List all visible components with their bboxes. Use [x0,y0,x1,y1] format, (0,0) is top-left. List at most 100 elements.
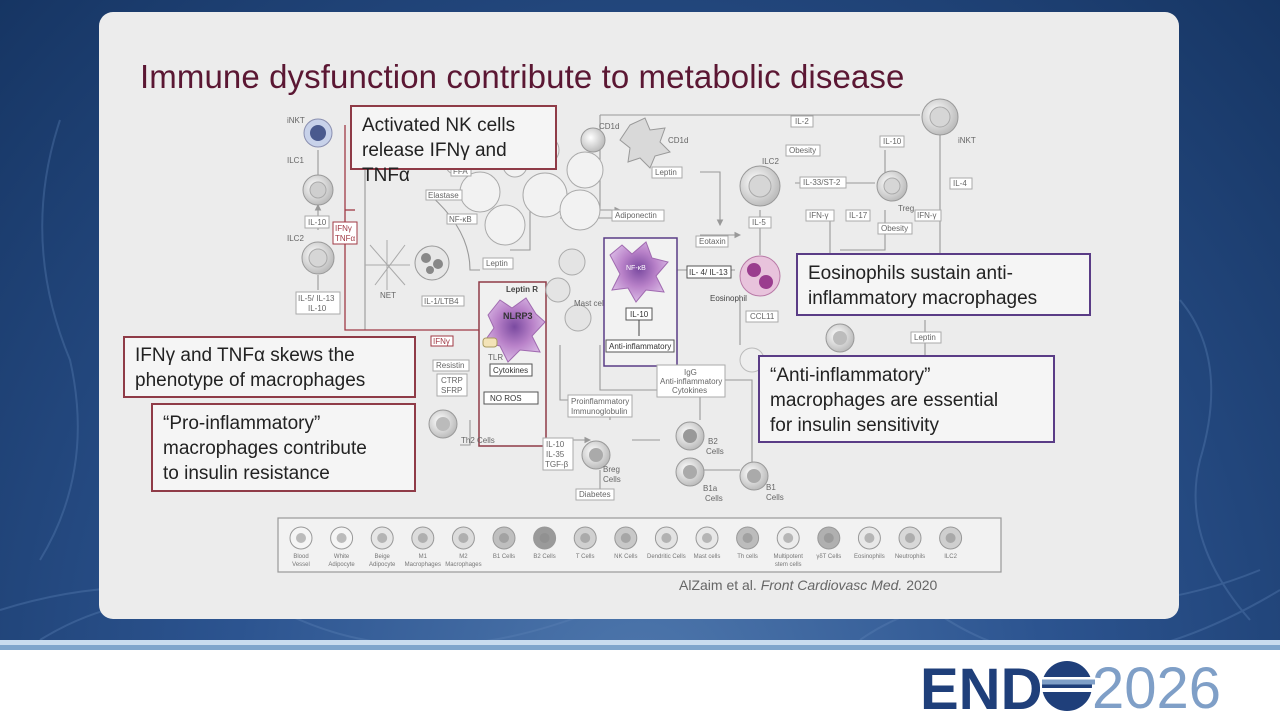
label-il5-il13: IL-5/ IL-13 [298,294,335,303]
label-ilc2-left: ILC2 [287,234,304,243]
label-mast-cells: Mast cells [574,299,610,308]
footer-stripe-mid [0,645,1280,650]
legend-label-3-0: M1 [419,554,428,560]
callout-nk-line2: release IFNγ and TNFα [362,140,507,186]
legend-icon-nucleus-2 [377,533,388,543]
neutrophil-cell [414,245,450,281]
net-icon [365,240,410,290]
label-eotaxin: Eotaxin [699,237,726,246]
legend-label-0-1: Vessel [292,562,310,568]
callout-anti-line2: macrophages are essential [770,390,999,411]
label-breg: Breg [603,465,620,474]
legend-label-2-0: Beige [375,554,391,560]
legend-icon-nucleus-13 [823,533,834,543]
label-no-ros: NO ROS [490,394,522,403]
legend-label-4-1: Macrophages [445,562,481,568]
m2-macrophage-cell [609,241,669,303]
label-ifng: IFNγ [335,224,352,233]
label-b1a-cells: Cells [705,494,723,503]
inkt-cell-left [303,118,333,148]
label-nlrp3: NLRP3 [503,311,533,321]
legend-label-2-1: Adipocyte [369,562,396,568]
endo-2026-logo: END 2026 [920,658,1221,714]
legend-label-0-0: Blood [293,554,308,560]
callout-nk-cells: Activated NK cells release IFNγ and TNFα [350,105,557,186]
label-sfrp: SFRP [441,386,462,395]
label-b1a: B1a [703,484,718,493]
mast-cells [545,248,592,332]
legend-icon-nucleus-3 [417,533,428,543]
label-b2: B2 [708,437,718,446]
citation: AlZaim et al. Front Cardiovasc Med. 2020 [679,577,937,593]
label-anti-inflammatory-igg: Anti-inflammatory [660,377,722,386]
legend-label-8-0: NK Cells [614,554,637,560]
label-nfkb-m2: NF-κB [626,265,646,272]
adipocyte-cluster [445,135,604,246]
legend-icon-nucleus-8 [620,533,631,543]
label-ilc2-right: ILC2 [762,157,779,166]
legend-icon-nucleus-5 [499,533,509,543]
callout-anti-line3: for insulin sensitivity [770,415,939,436]
label-inkt-right: iNKT [958,136,976,145]
label-obesity-a: Obesity [789,146,816,155]
label-tnfa: TNFα [335,234,356,243]
legend-icon-nucleus-15 [905,533,915,543]
cd1d-cells [580,117,671,169]
label-leptin-right: Leptin [914,333,936,342]
callout-eos-line2: inflammatory macrophages [808,288,1038,309]
callout-eos-line1: Eosinophils sustain anti- [808,263,1013,284]
footer-stripe-light [0,640,1280,645]
label-ifng-small: IFNγ [433,337,450,346]
legend-icon-nucleus-11 [742,533,753,543]
immune-diagram: iNKT ILC1 IL-10 ILC2 IFNγ TNFα IL-5/ IL-… [277,98,1002,573]
logo-end-text: END [920,658,1042,714]
citation-year: 2020 [906,577,938,593]
callout-skews-line2: phenotype of macrophages [135,370,366,391]
label-b2-cells: Cells [706,447,724,456]
callout-anti-inflammatory: “Anti-inflammatory” macrophages are esse… [758,355,1055,443]
legend-label-7-0: T Cells [576,554,595,560]
label-breg-cells: Cells [603,475,621,484]
label-ffa: FFA [453,167,468,176]
label-elastase: Elastase [428,191,459,200]
legend-label-6-0: B2 Cells [533,554,555,560]
label-treg: Treg [898,204,914,213]
legend-label-9-0: Dendritic Cells [647,554,686,560]
callout-skews: IFNγ and TNFα skews the phenotype of mac… [123,336,416,398]
label-il10-m2: IL-10 [630,310,649,319]
callout-pro-line1: “Pro-inflammatory” [163,413,321,434]
legend-icon-nucleus-16 [945,533,956,543]
legend-icon-nucleus-9 [661,533,672,543]
callout-nk-line1: Activated NK cells [362,115,516,136]
label-il4-il13: IL- 4/ IL-13 [689,268,728,277]
label-net: NET [380,291,396,300]
callout-pro-line3: to insulin resistance [163,463,330,484]
label-ctrp: CTRP [441,376,463,385]
callout-pro-inflammatory: “Pro-inflammatory” macrophages contribut… [151,403,416,492]
legend-icon-nucleus-7 [580,533,591,543]
legend-label-13-0: γδT Cells [816,554,841,560]
label-immunoglobulin: Immunoglobulin [571,407,627,416]
label-b1: B1 [766,483,776,492]
label-il10-b: IL-10 [546,440,565,449]
label-ifng-right2: IFN-γ [917,211,937,220]
legend-label-1-0: White [334,554,350,560]
label-leptin-r: Leptin R [506,285,538,294]
label-il10-left: IL-10 [308,218,327,227]
label-il33-st2: IL-33/ST-2 [803,178,841,187]
label-eosinophil: Eosinophil [710,294,747,303]
legend-icon-nucleus-14 [864,533,875,543]
label-adiponectin: Adiponectin [615,211,657,220]
legend-label-14-0: Eosinophils [854,554,885,560]
label-th2-cells: Th2 Cells [461,436,495,445]
label-il10-left2: IL-10 [308,304,327,313]
label-il35: IL-35 [546,450,565,459]
legend-label-12-0: Multipotent [774,554,804,560]
legend-label-10-0: Mast cells [694,554,721,560]
label-ifng-right: IFN-γ [809,211,829,220]
label-cd1d-b: CD1d [668,136,688,145]
label-obesity-b: Obesity [881,224,908,233]
label-ilc1: ILC1 [287,156,304,165]
ilc1-cell [302,174,334,206]
label-cytokines: Cytokines [493,366,528,375]
